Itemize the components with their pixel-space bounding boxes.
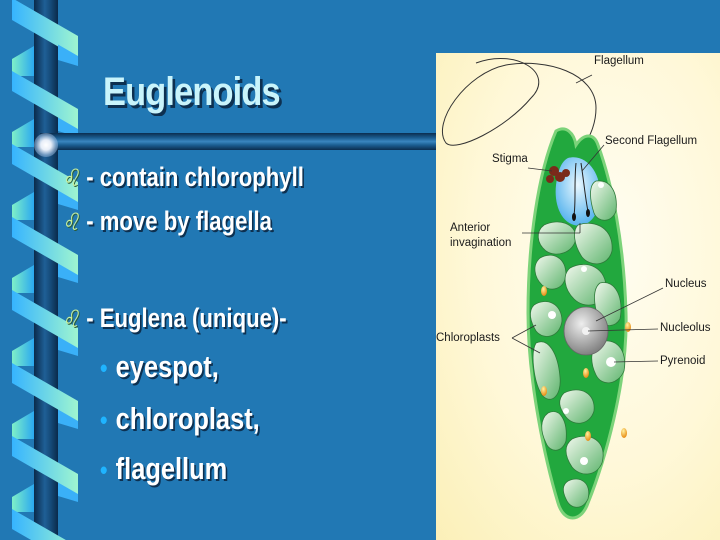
label-stigma: Stigma xyxy=(492,153,528,165)
label-chloroplasts: Chloroplasts xyxy=(436,332,500,344)
label-pyrenoid: Pyrenoid xyxy=(660,355,706,367)
leo-bullet-icon: ♌︎ xyxy=(62,208,80,236)
euglena-diagram: Flagellum Second Flagellum Stigma Anteri… xyxy=(436,53,720,540)
sub-bullet-text: chloroplast, xyxy=(115,401,260,436)
bullet-item: ♌︎- move by flagella xyxy=(62,206,272,237)
dot-bullet-icon: • xyxy=(100,353,108,383)
bullet-text: - move by flagella xyxy=(86,206,272,236)
dot-bullet-icon: • xyxy=(100,455,108,485)
label-flagellum: Flagellum xyxy=(594,55,644,67)
leo-bullet-icon: ♌︎ xyxy=(62,164,80,192)
bullet-text: - contain chlorophyll xyxy=(86,162,304,192)
bullet-text: - Euglena (unique)- xyxy=(86,303,287,333)
label-anterior: Anterior xyxy=(450,222,491,234)
ribbon-decoration-icon xyxy=(12,0,78,540)
sub-bullet-text: flagellum xyxy=(115,451,228,486)
slide-title: Euglenoids xyxy=(103,70,281,114)
glow-orb-icon xyxy=(34,133,58,157)
dot-bullet-icon: • xyxy=(100,405,108,435)
label-invagination: invagination xyxy=(450,237,512,249)
euglena-cell-icon xyxy=(441,58,664,520)
label-nucleus: Nucleus xyxy=(665,278,707,290)
label-second-flagellum: Second Flagellum xyxy=(605,135,698,147)
sub-bullet-item: •chloroplast, xyxy=(100,401,260,437)
label-nucleolus: Nucleolus xyxy=(660,322,711,334)
sub-bullet-item: •flagellum xyxy=(100,451,227,487)
bullet-item: ♌︎- contain chlorophyll xyxy=(62,162,304,193)
sub-bullet-text: eyespot, xyxy=(115,349,219,384)
sub-bullet-item: •eyespot, xyxy=(100,349,219,385)
leo-bullet-icon: ♌︎ xyxy=(62,305,80,333)
bullet-item: ♌︎- Euglena (unique)- xyxy=(62,303,287,334)
title-divider-bar xyxy=(40,133,440,150)
